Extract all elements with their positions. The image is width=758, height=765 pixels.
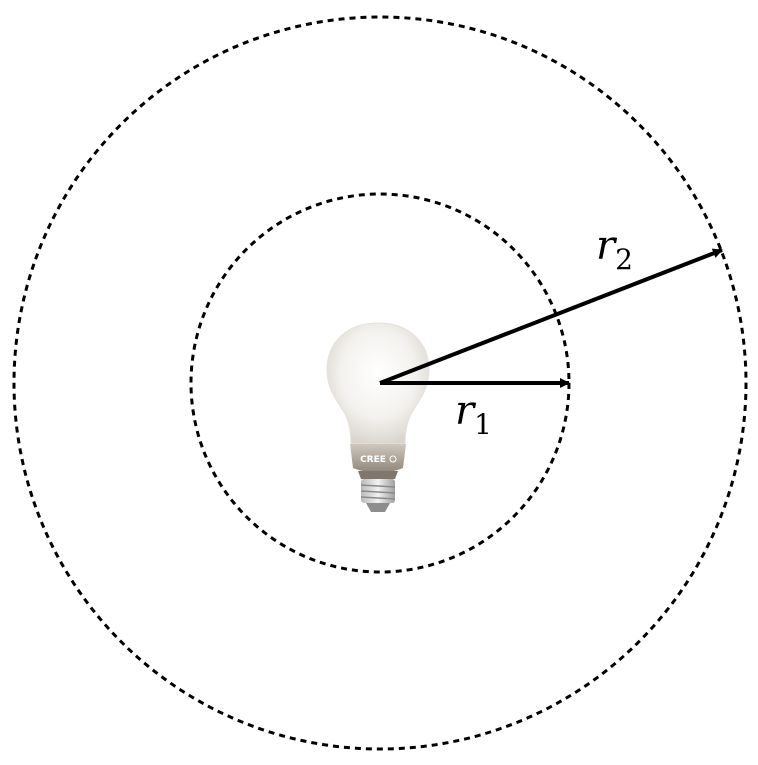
r2-subscript: 2: [615, 243, 633, 276]
r2-label: r2: [596, 223, 633, 276]
r2-arrow: [379, 248, 723, 385]
light-bulb-icon: CREE: [326, 322, 430, 512]
r1-label: r1: [455, 388, 492, 441]
bulb-brand-label: CREE: [360, 455, 386, 465]
outer-circle: [12, 15, 748, 751]
r1-subscript: 1: [474, 408, 492, 441]
